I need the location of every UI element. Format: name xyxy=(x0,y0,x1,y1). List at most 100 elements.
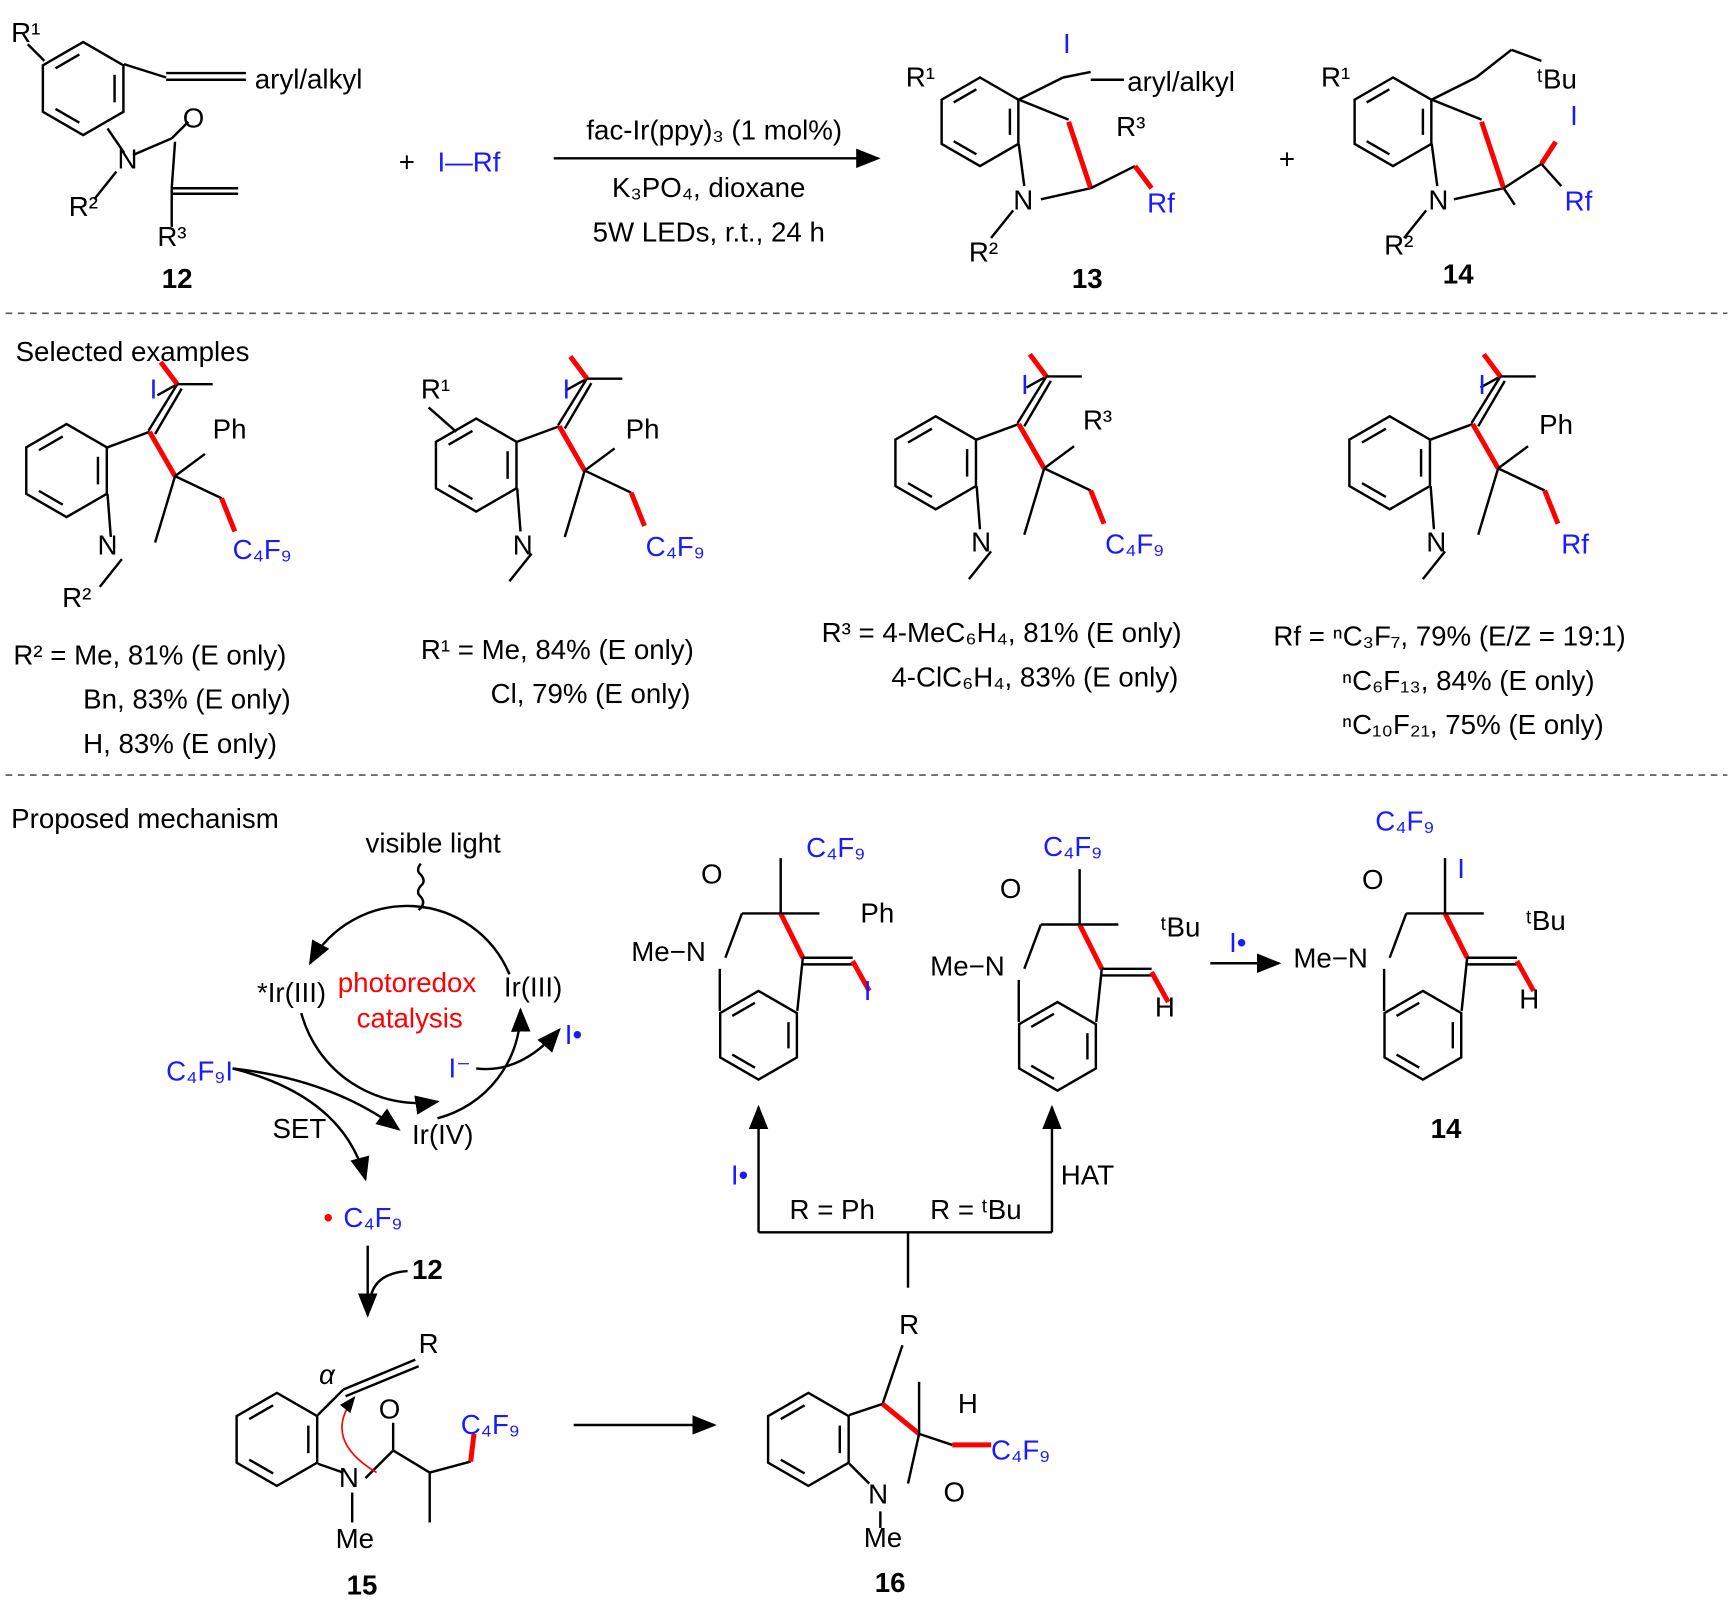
bond xyxy=(170,120,190,140)
bond xyxy=(147,383,179,432)
visible-light-label: visible light xyxy=(365,828,501,859)
yield-line: ⁿC₆F₁₃, 84% (E only) xyxy=(1342,665,1595,696)
new-bond xyxy=(1514,959,1536,993)
condition-base-solvent: K₃PO₄, dioxane xyxy=(612,172,805,203)
aromatic-double-bond xyxy=(953,88,978,104)
photoredox-label: photoredox xyxy=(338,967,477,998)
ph-label: Ph xyxy=(626,413,660,444)
benzene-ring xyxy=(235,1391,319,1488)
bond xyxy=(848,1402,883,1417)
bond xyxy=(1540,163,1563,187)
benzene-ring xyxy=(1353,76,1433,168)
bond xyxy=(317,1462,344,1474)
new-bond xyxy=(1442,912,1470,959)
new-bond xyxy=(778,912,806,959)
r-tbu-label: R = ᵗBu xyxy=(930,1194,1021,1225)
bond xyxy=(1430,422,1474,441)
bond xyxy=(106,493,113,538)
radical-dot: • xyxy=(323,1202,333,1233)
addition-arrow xyxy=(369,1269,408,1296)
new-bond xyxy=(1066,121,1094,190)
compound-12-ref: 12 xyxy=(412,1254,443,1285)
yield-line: R¹ = Me, 84% (E only) xyxy=(421,634,694,665)
aromatic-double-bond xyxy=(953,140,978,156)
compound-14: R¹ ᵗBu I Rf N R² 14 xyxy=(1321,61,1593,289)
example-4: I Ph Rf N Rf = ⁿC₃F₇, 79% (E/Z = 19:1) ⁿ… xyxy=(1273,369,1625,740)
bond xyxy=(1023,924,1043,970)
bond xyxy=(317,1388,345,1416)
intermediate-b: C₄F₉ O ᵗBu Me−N H xyxy=(930,831,1200,1023)
bond xyxy=(1431,76,1477,101)
aromatic-double-bond xyxy=(38,435,64,452)
aromatic-double-bond xyxy=(447,429,474,446)
aromatic-double-bond xyxy=(38,489,64,506)
nitrogen-label: N xyxy=(868,1479,888,1510)
bond xyxy=(1388,913,1408,959)
benzene-ring xyxy=(434,417,518,513)
benzene-ring xyxy=(894,414,978,511)
new-bond xyxy=(1149,970,1171,1004)
nitrogen-label: N xyxy=(1426,526,1446,557)
iodine-arrow xyxy=(476,1027,561,1071)
bond xyxy=(132,137,173,157)
c4f9-label: C₄F₉ xyxy=(991,1434,1050,1465)
excited-iridium-label: *Ir(III) xyxy=(257,977,326,1008)
wavy-light-line xyxy=(416,862,425,912)
aryl-alkyl-label: aryl/alkyl xyxy=(255,64,363,95)
iodine-label: I xyxy=(864,975,872,1006)
new-bond xyxy=(1479,121,1507,190)
aromatic-double-bond xyxy=(731,1053,756,1069)
new-bond xyxy=(557,425,587,472)
bond xyxy=(515,488,522,532)
bond xyxy=(1040,187,1091,201)
bond xyxy=(342,1358,416,1391)
bond xyxy=(967,550,993,580)
benzene-ring xyxy=(766,1391,850,1488)
nitrogen-label: N xyxy=(339,1462,359,1493)
electron-arrow xyxy=(339,1396,377,1474)
bond xyxy=(906,1433,921,1484)
bond xyxy=(1497,467,1546,492)
bond xyxy=(1453,187,1504,201)
bond xyxy=(364,1449,395,1479)
bond xyxy=(1062,70,1091,79)
new-bond xyxy=(568,355,589,381)
benzene-ring xyxy=(1383,989,1463,1081)
benzene-ring xyxy=(25,422,109,519)
new-bond xyxy=(1027,352,1049,378)
r-ph-label: R = Ph xyxy=(790,1194,875,1225)
bond xyxy=(566,377,588,391)
yield-line: Rf = ⁿC₃F₇, 79% (E/Z = 19:1) xyxy=(1273,621,1625,652)
tbu-label: ᵗBu xyxy=(1526,905,1566,936)
r3-label: R³ xyxy=(1116,111,1145,142)
iodine-label: I xyxy=(1063,28,1071,59)
bond xyxy=(1470,375,1502,424)
bond xyxy=(848,1462,871,1485)
bond xyxy=(975,485,982,530)
new-bond xyxy=(850,959,872,993)
oxygen-label: O xyxy=(943,1476,965,1507)
bond xyxy=(563,470,586,538)
aromatic-double-bond xyxy=(1366,140,1391,156)
bond xyxy=(557,378,588,426)
nitrogen-label: N xyxy=(1428,184,1448,215)
bond xyxy=(170,141,177,189)
rf-label: Rf xyxy=(1565,185,1593,216)
aromatic-double-bond xyxy=(1395,1001,1420,1017)
oxygen-label: O xyxy=(379,1393,401,1424)
iodide-label: I⁻ xyxy=(449,1052,471,1083)
methyl-label: Me xyxy=(336,1523,374,1554)
r-label: R xyxy=(899,1309,919,1340)
new-bond xyxy=(1470,422,1501,470)
bond xyxy=(1043,445,1075,470)
bond xyxy=(1475,48,1513,79)
aromatic-double-bond xyxy=(248,1404,274,1421)
bond xyxy=(1023,468,1046,536)
c4f9-label: C₄F₉ xyxy=(1105,529,1164,560)
condition-light-time: 5W LEDs, r.t., 24 h xyxy=(593,216,825,247)
bond xyxy=(1090,164,1136,190)
r1-label: R¹ xyxy=(11,17,40,48)
iodine-label: I xyxy=(563,374,571,405)
r2-label: R² xyxy=(969,236,998,267)
